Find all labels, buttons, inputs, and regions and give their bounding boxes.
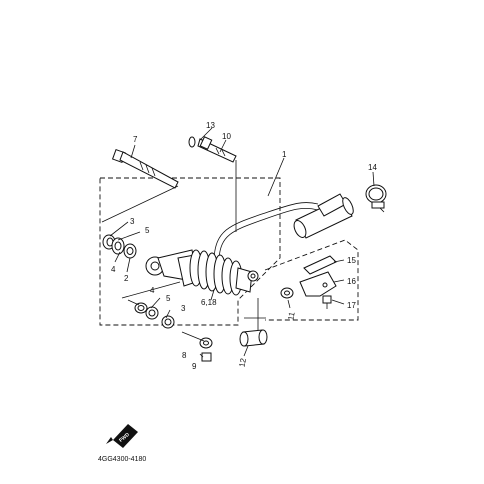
leader-lines bbox=[101, 127, 375, 358]
fwd-arrow-icon: FWD bbox=[106, 424, 138, 448]
callout-4-lower: 4 bbox=[150, 286, 155, 295]
reservoir-cylinder bbox=[293, 193, 354, 239]
upper-bushing-set bbox=[102, 234, 137, 259]
drawing-code: 4GG4300-4180 bbox=[98, 456, 146, 463]
bolt-17 bbox=[322, 295, 332, 309]
callout-4-upper: 4 bbox=[111, 265, 116, 274]
callout-7: 7 bbox=[133, 135, 138, 144]
callout-10: 10 bbox=[222, 132, 231, 141]
callout-17: 17 bbox=[347, 301, 356, 310]
lower-bushing-set bbox=[134, 302, 175, 329]
callout-8: 8 bbox=[182, 351, 187, 360]
bushing-12 bbox=[239, 329, 268, 347]
callout-labels: 1 7 13 10 14 3 5 4 2 4 5 3 6,18 8 9 12 1… bbox=[111, 121, 377, 371]
bolt-10 bbox=[188, 136, 237, 163]
callout-13: 13 bbox=[206, 121, 215, 130]
callout-14: 14 bbox=[368, 163, 377, 172]
callout-3-upper: 3 bbox=[130, 217, 135, 226]
assembly-boundary bbox=[99, 177, 359, 326]
callout-3-lower: 3 bbox=[181, 304, 186, 313]
shock-absorber bbox=[145, 249, 259, 296]
callout-2: 2 bbox=[124, 274, 129, 283]
reservoir-clamp bbox=[365, 184, 387, 213]
callout-12: 12 bbox=[238, 357, 249, 368]
callout-5-upper: 5 bbox=[145, 226, 150, 235]
bolt-7 bbox=[111, 148, 179, 189]
callout-6-18: 6,18 bbox=[201, 298, 217, 307]
callout-9: 9 bbox=[192, 362, 197, 371]
bracket-15 bbox=[303, 255, 337, 275]
bracket-16 bbox=[299, 271, 337, 297]
callout-11: 11 bbox=[286, 311, 296, 321]
collar-11 bbox=[280, 287, 294, 299]
callout-15: 15 bbox=[347, 256, 356, 265]
nut-8 bbox=[199, 337, 213, 349]
nut-9 bbox=[201, 352, 212, 362]
callout-1: 1 bbox=[282, 150, 287, 159]
callout-16: 16 bbox=[347, 277, 356, 286]
reservoir-hose bbox=[213, 202, 319, 261]
callout-5-lower: 5 bbox=[166, 294, 171, 303]
